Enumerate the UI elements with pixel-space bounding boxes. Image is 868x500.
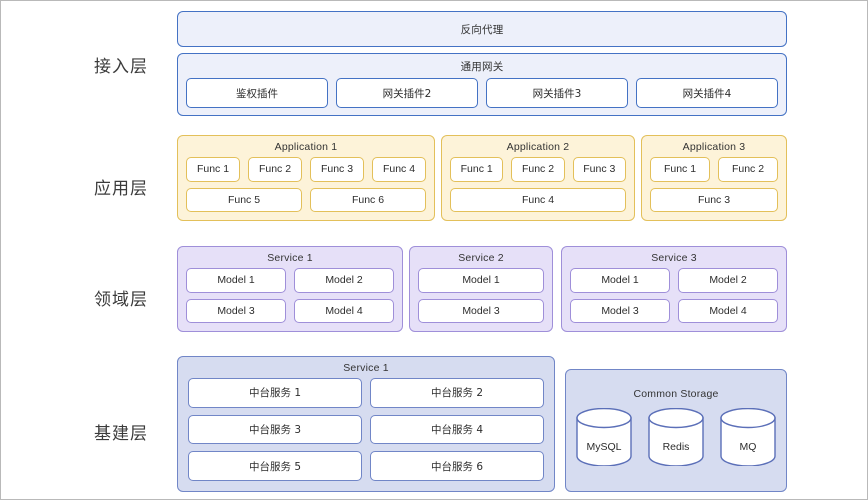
mq-cylinder[interactable]: MQ: [719, 408, 777, 466]
application-3-func-row-2: Func 3: [650, 187, 778, 212]
cylinder-icon: [576, 408, 632, 466]
mq-label: MQ: [739, 441, 757, 453]
domain-service-2-model-row-1: Model 1: [418, 268, 544, 293]
application-1-func-row-2: Func 5 Func 6: [186, 187, 426, 212]
domain-service-2-model-row-2: Model 3: [418, 298, 544, 323]
domain-service-3-body: Model 1 Model 2 Model 3 Model 4: [562, 268, 786, 331]
domain-service-3[interactable]: Service 3 Model 1 Model 2 Model 3 Model …: [561, 246, 787, 332]
domain-service-2[interactable]: Service 2 Model 1 Model 3: [409, 246, 553, 332]
application-3-func-row-1: Func 1 Func 2: [650, 157, 778, 182]
svc3-model-2[interactable]: Model 2: [678, 268, 778, 293]
svc3-model-4[interactable]: Model 4: [678, 298, 778, 323]
gateway-panel[interactable]: 通用网关 鉴权插件 网关插件2 网关插件3 网关插件4: [177, 53, 787, 116]
svc1-model-3[interactable]: Model 3: [186, 298, 286, 323]
infra-service-row-2: 中台服务 3 中台服务 4: [188, 414, 544, 445]
application-3-title: Application 3: [682, 141, 746, 153]
application-2-body: Func 1 Func 2 Func 3 Func 4: [442, 157, 634, 220]
domain-service-3-model-row-1: Model 1 Model 2: [570, 268, 778, 293]
gateway-plugin-2[interactable]: 网关插件2: [336, 78, 478, 108]
app1-func-6[interactable]: Func 6: [310, 187, 426, 212]
svc1-model-2[interactable]: Model 2: [294, 268, 394, 293]
reverse-proxy-label: 反向代理: [460, 23, 504, 36]
common-storage-panel[interactable]: Common Storage MySQL Redis: [565, 369, 787, 492]
layer-label-domain: 领域层: [94, 290, 148, 310]
layer-label-infrastructure: 基建层: [94, 424, 148, 444]
zhongtai-service-5[interactable]: 中台服务 5: [188, 451, 362, 482]
app3-func-3[interactable]: Func 3: [650, 187, 778, 212]
domain-service-3-title: Service 3: [651, 252, 697, 264]
application-1-func-row-1: Func 1 Func 2 Func 3 Func 4: [186, 157, 426, 182]
storage-cylinders: MySQL Redis MQ: [566, 404, 786, 466]
app1-func-1[interactable]: Func 1: [186, 157, 240, 182]
application-1-title: Application 1: [274, 141, 338, 153]
layer-label-access: 接入层: [94, 57, 148, 77]
redis-cylinder[interactable]: Redis: [647, 408, 705, 466]
gateway-plugin-3[interactable]: 网关插件3: [486, 78, 628, 108]
application-2-func-row-1: Func 1 Func 2 Func 3: [450, 157, 626, 182]
gateway-plugin-1[interactable]: 鉴权插件: [186, 78, 328, 108]
domain-service-1-title: Service 1: [267, 252, 313, 264]
zhongtai-service-4[interactable]: 中台服务 4: [370, 414, 544, 445]
mysql-label: MySQL: [586, 441, 622, 453]
domain-service-2-title: Service 2: [458, 252, 504, 264]
svc2-model-3[interactable]: Model 3: [418, 298, 544, 323]
application-group-2[interactable]: Application 2 Func 1 Func 2 Func 3 Func …: [441, 135, 635, 221]
app2-func-4[interactable]: Func 4: [450, 187, 626, 212]
app2-func-3[interactable]: Func 3: [572, 157, 626, 182]
app2-func-2[interactable]: Func 2: [511, 157, 565, 182]
zhongtai-service-2[interactable]: 中台服务 2: [370, 378, 544, 408]
application-group-1[interactable]: Application 1 Func 1 Func 2 Func 3 Func …: [177, 135, 435, 221]
domain-service-1-model-row-2: Model 3 Model 4: [186, 298, 394, 323]
infra-service-row-3: 中台服务 5 中台服务 6: [188, 451, 544, 482]
layer-label-application: 应用层: [94, 179, 148, 199]
application-1-body: Func 1 Func 2 Func 3 Func 4 Func 5 Func …: [178, 157, 434, 220]
gateway-plugin-4[interactable]: 网关插件4: [636, 78, 778, 108]
zhongtai-service-1[interactable]: 中台服务 1: [188, 378, 362, 408]
svc1-model-1[interactable]: Model 1: [186, 268, 286, 293]
zhongtai-service-6[interactable]: 中台服务 6: [370, 451, 544, 482]
redis-label: Redis: [662, 441, 690, 453]
svc3-model-1[interactable]: Model 1: [570, 268, 670, 293]
zhongtai-service-3[interactable]: 中台服务 3: [188, 414, 362, 445]
application-2-func-row-2: Func 4: [450, 187, 626, 212]
domain-service-1-body: Model 1 Model 2 Model 3 Model 4: [178, 268, 402, 331]
app3-func-1[interactable]: Func 1: [650, 157, 710, 182]
cylinder-icon: [720, 408, 776, 466]
application-3-body: Func 1 Func 2 Func 3: [642, 157, 786, 220]
infra-service-row-1: 中台服务 1 中台服务 2: [188, 378, 544, 408]
svc2-model-1[interactable]: Model 1: [418, 268, 544, 293]
domain-service-1[interactable]: Service 1 Model 1 Model 2 Model 3 Model …: [177, 246, 403, 332]
application-group-3[interactable]: Application 3 Func 1 Func 2 Func 3: [641, 135, 787, 221]
mysql-cylinder[interactable]: MySQL: [575, 408, 633, 466]
gateway-title: 通用网关: [460, 61, 504, 73]
common-storage-title: Common Storage: [633, 388, 719, 400]
cylinder-icon: [648, 408, 704, 466]
infra-service-panel[interactable]: Service 1 中台服务 1 中台服务 2 中台服务 3 中台服务 4 中台…: [177, 356, 555, 492]
svc3-model-3[interactable]: Model 3: [570, 298, 670, 323]
infra-service-body: 中台服务 1 中台服务 2 中台服务 3 中台服务 4 中台服务 5 中台服务 …: [178, 378, 554, 491]
application-2-title: Application 2: [506, 141, 570, 153]
svc1-model-4[interactable]: Model 4: [294, 298, 394, 323]
app2-func-1[interactable]: Func 1: [450, 157, 504, 182]
infra-service-title: Service 1: [343, 362, 389, 374]
domain-service-1-model-row-1: Model 1 Model 2: [186, 268, 394, 293]
gateway-plugins-container: 鉴权插件 网关插件2 网关插件3 网关插件4: [178, 78, 786, 115]
app1-func-4[interactable]: Func 4: [372, 157, 426, 182]
domain-service-3-model-row-2: Model 3 Model 4: [570, 298, 778, 323]
app1-func-2[interactable]: Func 2: [248, 157, 302, 182]
domain-service-2-body: Model 1 Model 3: [410, 268, 552, 331]
app3-func-2[interactable]: Func 2: [718, 157, 778, 182]
gateway-plugin-row: 鉴权插件 网关插件2 网关插件3 网关插件4: [186, 78, 778, 108]
reverse-proxy-panel[interactable]: 反向代理: [177, 11, 787, 47]
app1-func-3[interactable]: Func 3: [310, 157, 364, 182]
app1-func-5[interactable]: Func 5: [186, 187, 302, 212]
